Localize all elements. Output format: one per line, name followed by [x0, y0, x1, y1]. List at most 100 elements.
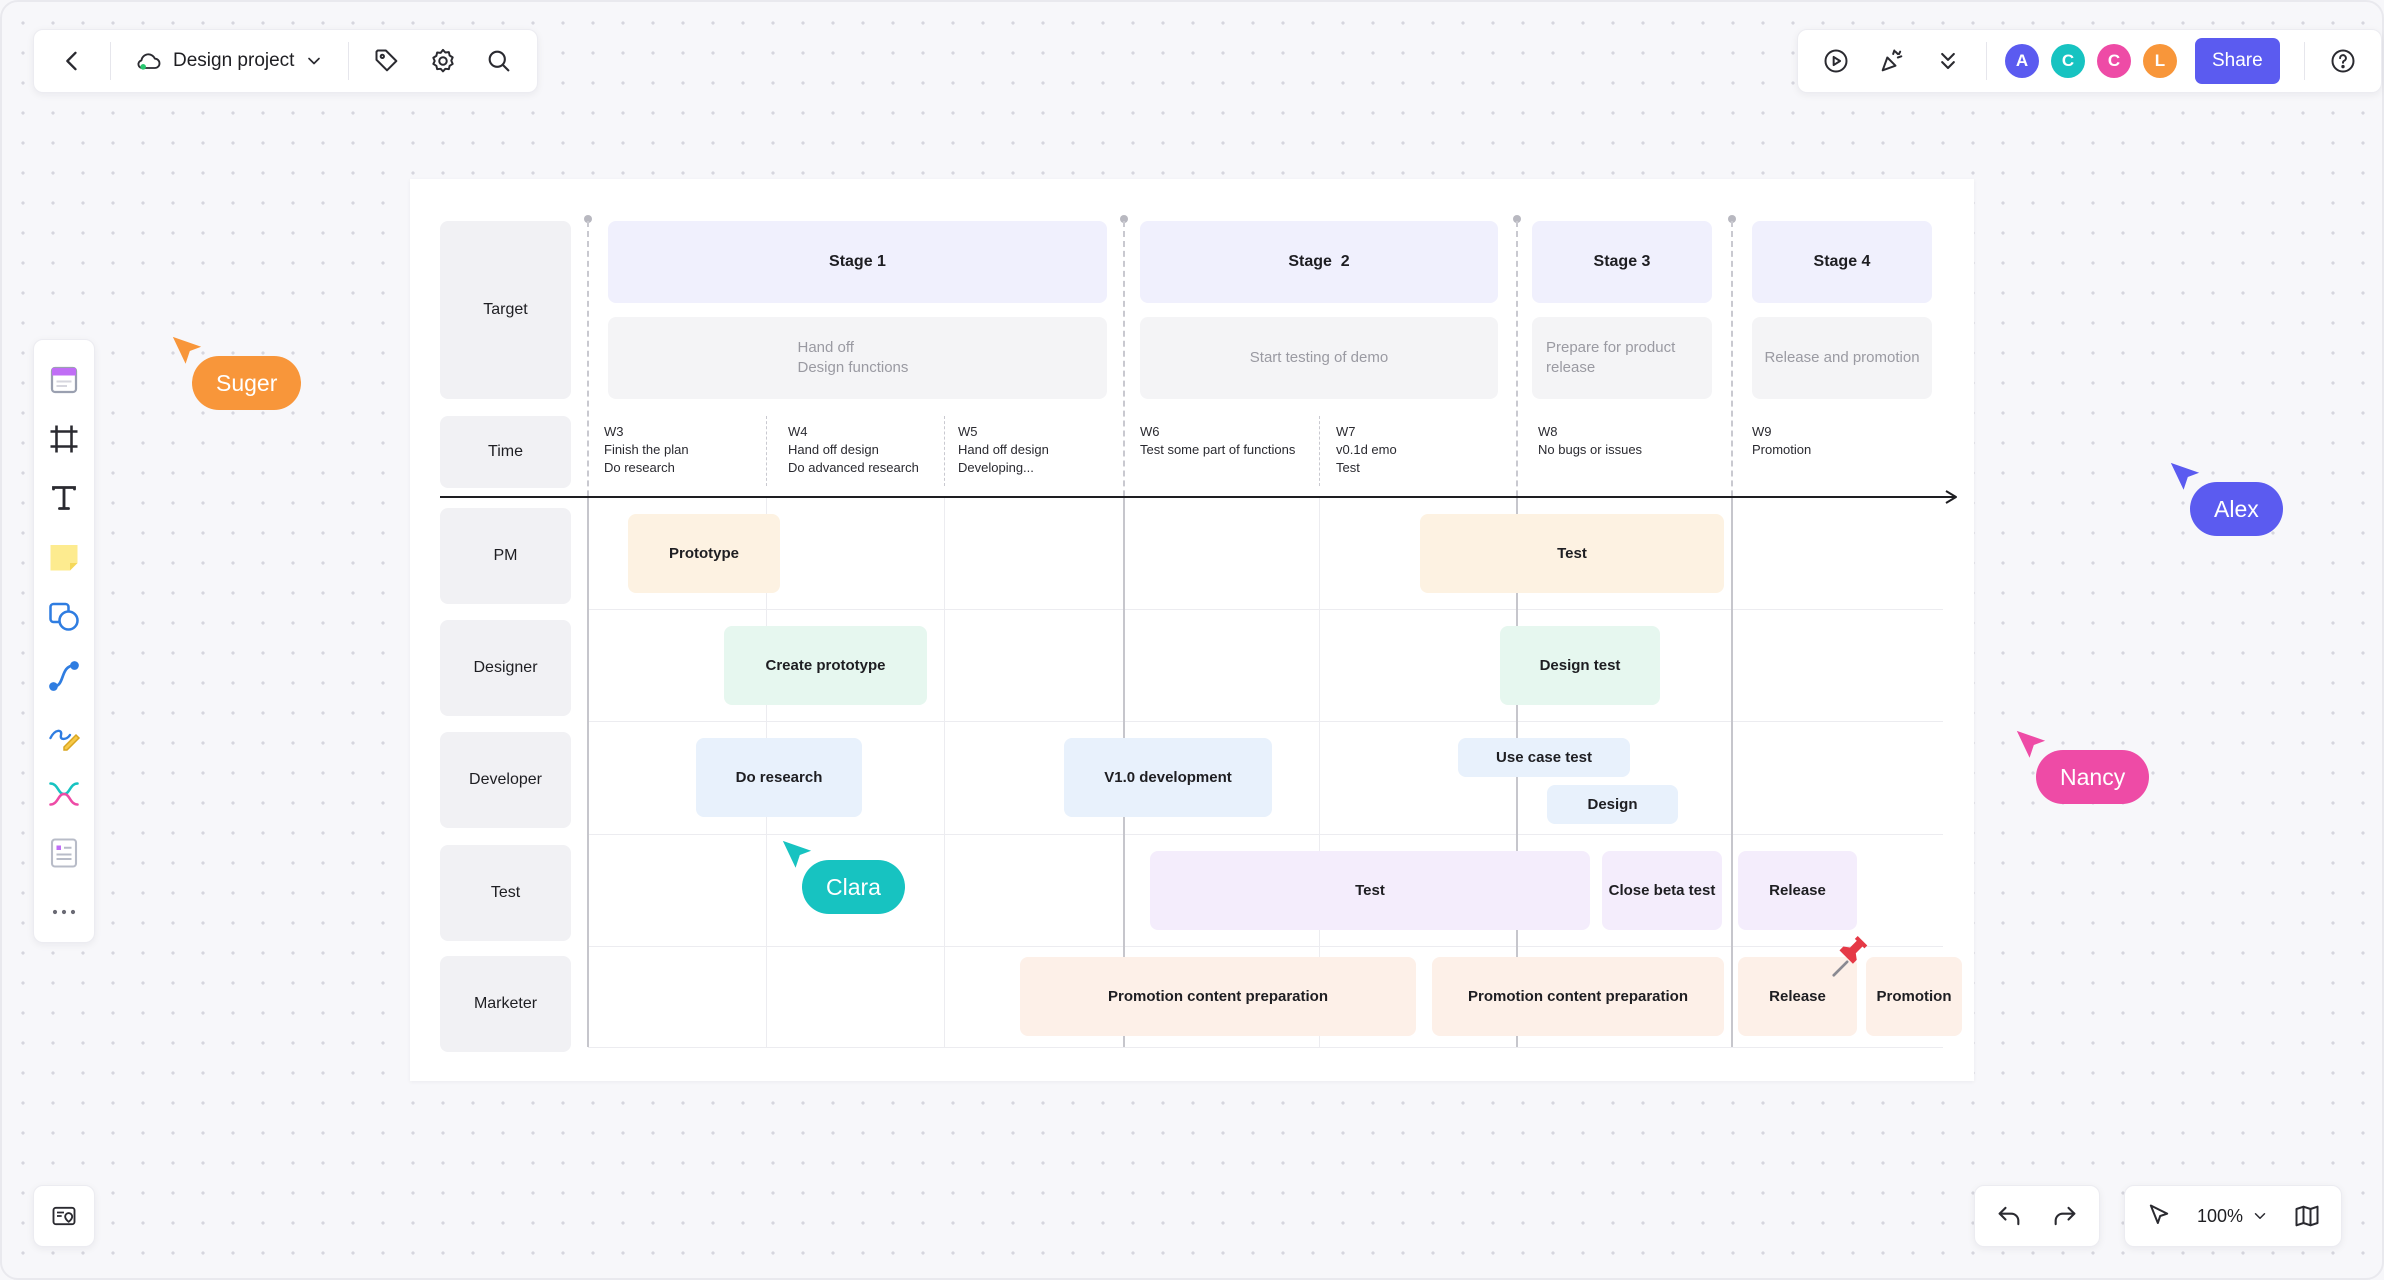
week-note: Developing... [958, 460, 1034, 475]
week-cell: W4 Hand off design Do advanced research [788, 423, 919, 477]
cloud-sync-icon [137, 53, 161, 70]
task-card-test[interactable]: Test [1150, 851, 1590, 930]
week-note: Hand off design [958, 442, 1049, 457]
stage-divider-dot [584, 215, 592, 223]
undo-button[interactable] [1981, 1188, 2037, 1244]
search-button[interactable] [471, 33, 527, 89]
chevron-left-icon [66, 51, 77, 71]
target-cell[interactable]: Release and promotion [1752, 317, 1932, 399]
grid-line [588, 834, 1943, 835]
stage-divider-dot [1120, 215, 1128, 223]
more-tools-button[interactable] [33, 883, 95, 942]
back-button[interactable] [44, 33, 100, 89]
stage-divider-dot [1513, 215, 1521, 223]
sticky-note-tool[interactable] [33, 528, 95, 587]
task-card-marketer[interactable]: Promotion content preparation [1432, 957, 1724, 1036]
task-card-developer[interactable]: Design [1547, 785, 1678, 824]
pen-tool[interactable] [33, 705, 95, 764]
stage-line [1731, 497, 1733, 1047]
search-icon [489, 50, 510, 72]
timeline-board[interactable]: Target Time PM Designer Developer Test M… [410, 179, 1974, 1081]
stage-header[interactable]: Stage 2 [1140, 221, 1498, 303]
avatar[interactable]: L [2143, 44, 2177, 78]
week-cell: W7 v0.1d emo Test [1336, 423, 1397, 477]
task-card-test[interactable]: Release [1738, 851, 1857, 930]
week-label: W3 [604, 424, 624, 439]
template-tool[interactable] [33, 350, 95, 409]
cursor-arrow-icon [2016, 730, 2046, 758]
row-label-test: Test [440, 845, 571, 941]
grid-line [588, 721, 1943, 722]
task-card-developer[interactable]: Do research [696, 738, 862, 817]
task-card-developer[interactable]: V1.0 development [1064, 738, 1272, 817]
week-label: W8 [1538, 424, 1558, 439]
celebrate-button[interactable] [1864, 33, 1920, 89]
share-button[interactable]: Share [2195, 38, 2280, 84]
divider [1986, 42, 1987, 80]
more-button[interactable] [1920, 33, 1976, 89]
cursor-label: Alex [2190, 482, 2283, 536]
target-line: Design functions [797, 359, 909, 376]
minimap-button[interactable] [36, 1188, 92, 1244]
party-popper-icon [1881, 49, 1903, 72]
week-label: W9 [1752, 424, 1772, 439]
target-cell[interactable]: Hand off Design functions [608, 317, 1107, 399]
tag-button[interactable] [359, 33, 415, 89]
grid-line [588, 946, 1943, 947]
mindmap-tool[interactable] [33, 764, 95, 823]
stage-header[interactable]: Stage 4 [1752, 221, 1932, 303]
shape-tool[interactable] [33, 587, 95, 646]
task-card-marketer[interactable]: Promotion [1866, 957, 1962, 1036]
task-card-developer[interactable]: Use case test [1458, 738, 1630, 777]
week-note: Do advanced research [788, 460, 919, 475]
task-card-marketer[interactable]: Promotion content preparation [1020, 957, 1416, 1036]
left-toolbar [33, 339, 95, 943]
ellipsis-icon [52, 910, 76, 915]
frame-tool[interactable] [33, 409, 95, 468]
week-label: W6 [1140, 424, 1160, 439]
task-card-pm[interactable]: Prototype [628, 514, 780, 593]
row-label-target: Target [440, 221, 571, 399]
stage-header[interactable]: Stage 1 [608, 221, 1107, 303]
grid-line [944, 497, 945, 1047]
settings-button[interactable] [415, 33, 471, 89]
target-cell[interactable]: Start testing of demo [1140, 317, 1498, 399]
target-cell[interactable]: Prepare for product release [1532, 317, 1712, 399]
week-label: W7 [1336, 424, 1356, 439]
cursor-label: Suger [192, 356, 302, 410]
stage-divider [1123, 221, 1125, 676]
week-cell: W5 Hand off design Developing... [958, 423, 1049, 477]
mindmap-icon [49, 782, 79, 806]
project-menu[interactable]: Design project [121, 47, 338, 75]
stage-header[interactable]: Stage 3 [1532, 221, 1712, 303]
present-button[interactable] [1808, 33, 1864, 89]
week-cell: W6 Test some part of functions [1140, 423, 1295, 459]
connector-tool[interactable] [33, 646, 95, 705]
avatar[interactable]: C [2097, 44, 2131, 78]
task-card-designer[interactable]: Design test [1500, 626, 1660, 705]
double-chevron-down-icon [1941, 52, 1955, 70]
zoom-menu[interactable]: 100% [2187, 1206, 2279, 1227]
task-card-marketer[interactable]: Release [1738, 957, 1857, 1036]
target-line: Hand off [797, 339, 854, 356]
more-templates-tool[interactable] [33, 824, 95, 883]
text-tool[interactable] [33, 468, 95, 527]
stage-divider [1516, 221, 1518, 676]
task-card-pm[interactable]: Test [1420, 514, 1724, 593]
connector-icon [49, 660, 79, 691]
help-icon [2331, 49, 2355, 73]
map-button[interactable] [2279, 1188, 2335, 1244]
task-card-test[interactable]: Close beta test [1602, 851, 1722, 930]
week-label: W5 [958, 424, 978, 439]
select-tool[interactable] [2131, 1188, 2187, 1244]
grid-line [588, 609, 1943, 610]
row-label-marketer: Marketer [440, 956, 571, 1052]
help-button[interactable] [2315, 33, 2371, 89]
avatar[interactable]: C [2051, 44, 2085, 78]
week-note: Finish the plan [604, 442, 689, 457]
task-card-designer[interactable]: Create prototype [724, 626, 927, 705]
cursor-arrow-icon [172, 336, 202, 364]
chevron-down-icon [308, 57, 321, 65]
redo-button[interactable] [2037, 1188, 2093, 1244]
avatar[interactable]: A [2005, 44, 2039, 78]
